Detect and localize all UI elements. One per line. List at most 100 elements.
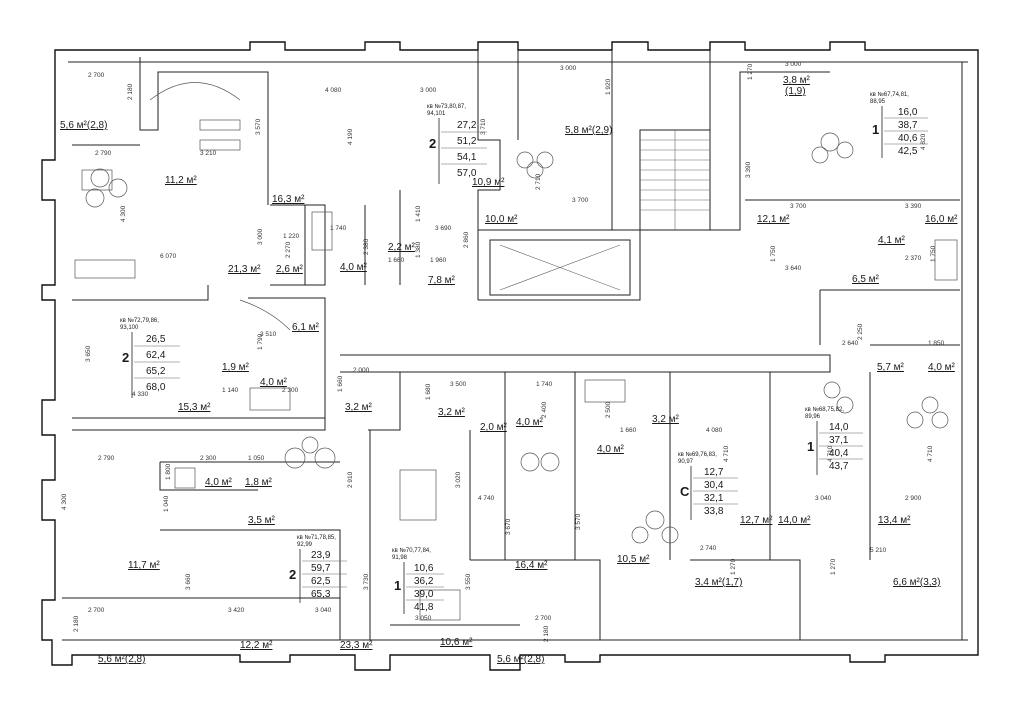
card-living-area: 10,6 [414, 563, 434, 574]
dim-label: 2 700 [88, 607, 105, 614]
card-header-line: кв №67,74,81, [870, 91, 909, 98]
dim-label: 1 380 [415, 241, 422, 258]
card-area-selected: 65,2 [146, 366, 166, 377]
dim-label: 3 390 [745, 161, 752, 178]
area-label: 10,0 м² [485, 214, 518, 225]
card-area-full: 33,8 [704, 506, 724, 517]
dim-label: 3 040 [315, 607, 332, 614]
card-area-full: 65,3 [311, 589, 331, 600]
card-living-area: 16,0 [898, 107, 918, 118]
area-label: 10,6 м² [440, 637, 473, 648]
area-label: 3,5 м² [248, 515, 276, 526]
dim-label: 1 270 [730, 558, 737, 575]
dim-label: 2 700 [88, 72, 105, 79]
outer-walls [41, 41, 979, 671]
dim-label: 3 570 [575, 513, 582, 530]
dim-label: 4 710 [723, 445, 730, 462]
area-label: 14,0 м² [778, 515, 811, 526]
area-label: 21,3 м² [228, 264, 261, 275]
dim-label: 5 210 [870, 547, 887, 554]
area-label: 6,5 м² [852, 274, 880, 285]
dim-label: 4 190 [347, 128, 354, 145]
apartment-card-top-center[interactable]: кв №73,80,87, 94,101 2 27,2 51,2 54,1 57… [427, 103, 487, 184]
area-label: 5,7 м² [877, 362, 905, 373]
apartment-card-left-mid[interactable]: кв №72,79,86, 93,100 2 26,5 62,4 65,2 68… [120, 317, 180, 398]
card-total-area: 37,1 [829, 435, 849, 446]
dim-label: 3 050 [415, 615, 432, 622]
dim-label: 2 250 [857, 323, 864, 340]
dim-label: 3 640 [785, 265, 802, 272]
apartment-card-bottom-mid[interactable]: кв №70,77,84, 91,98 1 10,6 36,2 39,0 41,… [392, 547, 444, 614]
card-area-full: 43,7 [829, 461, 849, 472]
card-area-selected: 39,0 [414, 589, 434, 600]
dim-label: 1 800 [165, 463, 172, 480]
dim-label: 4 710 [827, 445, 834, 462]
dim-label: 3 660 [185, 573, 192, 590]
dim-label: 1 920 [605, 78, 612, 95]
dim-label: 3 670 [505, 518, 512, 535]
area-label: 2,6 м² [276, 264, 304, 275]
dim-label: 3 690 [435, 225, 452, 232]
apartment-card-bottom-left[interactable]: кв №71,78,85, 92,99 2 23,9 59,7 62,5 65,… [289, 534, 347, 603]
card-area-full: 42,5 [898, 146, 918, 157]
area-label: 2,2 м² [388, 242, 416, 253]
card-living-area: 23,9 [311, 550, 331, 561]
area-label: (1,9) [785, 86, 806, 97]
area-label: 4,0 м² [516, 417, 544, 428]
dim-label: 2 500 [605, 401, 612, 418]
dim-label: 2 790 [98, 455, 115, 462]
stairwell [499, 129, 711, 291]
card-total-area: 59,7 [311, 563, 331, 574]
dim-label: 1 270 [747, 63, 754, 80]
dim-label: 3 210 [200, 150, 217, 157]
card-rooms-count: 1 [394, 578, 401, 593]
area-label: 16,4 м² [515, 560, 548, 571]
area-label: 2,0 м² [480, 422, 508, 433]
card-header-line: 94,101 [427, 111, 446, 117]
card-rooms-count: 2 [289, 567, 296, 582]
card-area-selected: 62,5 [311, 576, 331, 587]
dim-label: 3 000 [257, 228, 264, 245]
dim-label: 3 500 [450, 381, 467, 388]
area-label: 4,1 м² [878, 235, 906, 246]
dim-label: 1 680 [425, 383, 432, 400]
area-label: 10,5 м² [617, 554, 650, 565]
dim-label: 4 820 [920, 133, 927, 150]
dim-label: 1 790 [257, 333, 264, 350]
card-total-area: 62,4 [146, 350, 166, 361]
area-label: 13,4 м² [878, 515, 911, 526]
area-label: 16,3 м² [272, 194, 305, 205]
dim-label: 6 070 [160, 253, 177, 260]
card-area-selected: 40,6 [898, 133, 918, 144]
area-label: 15,3 м² [178, 402, 211, 413]
apartment-card-top-right[interactable]: кв №67,74,81, 88,95 1 16,0 38,7 40,6 42,… [870, 91, 928, 158]
dim-label: 1 750 [930, 245, 937, 262]
card-total-area: 36,2 [414, 576, 434, 587]
area-label: 1,9 м² [222, 362, 250, 373]
apartment-card-right-mid[interactable]: кв №68,75,82, 89,96 1 14,0 37,1 40,4 43,… [805, 406, 863, 475]
dim-label: 4 710 [927, 445, 934, 462]
dim-label: 2 180 [127, 83, 134, 100]
card-total-area: 38,7 [898, 120, 918, 131]
card-header-line: 88,95 [870, 99, 886, 105]
card-header-line: 93,100 [120, 325, 139, 331]
dim-label: 2 180 [73, 615, 80, 632]
dim-label: 4 330 [132, 391, 149, 398]
card-area-selected: 54,1 [457, 152, 477, 163]
dim-label: 3 700 [572, 197, 589, 204]
card-rooms-count: 2 [429, 136, 436, 151]
card-rooms-count: 1 [872, 122, 879, 137]
dim-label: 1 410 [415, 205, 422, 222]
card-header-line: кв №68,75,82, [805, 406, 844, 413]
dim-label: 1 270 [830, 558, 837, 575]
apartment-card-center-studio[interactable]: кв №69,76,83, 90,97 С 12,7 30,4 32,1 33,… [678, 451, 738, 520]
area-label: 5,6 м²(2,8) [98, 654, 145, 665]
dim-label: 3 710 [480, 118, 487, 135]
dimension-labels: 2 700 2 180 2 790 3 210 3 570 4 300 4 08… [61, 61, 945, 642]
card-living-area: 14,0 [829, 422, 849, 433]
card-rooms-count: 2 [122, 350, 129, 365]
dim-label: 2 370 [905, 255, 922, 262]
dim-label: 1 040 [163, 495, 170, 512]
furniture [74, 82, 958, 621]
dim-label: 3 000 [420, 87, 437, 94]
